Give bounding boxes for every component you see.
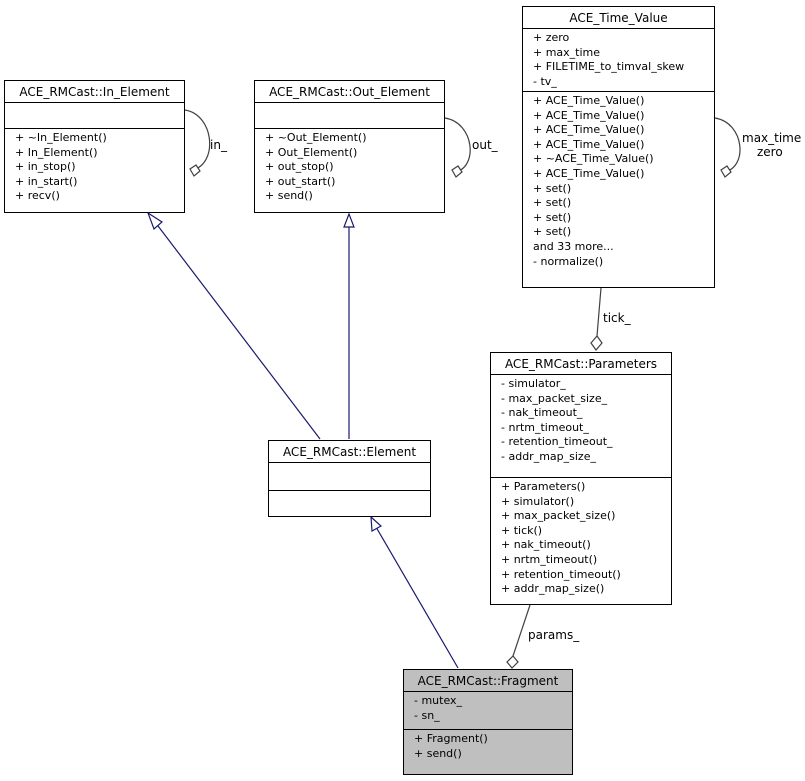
method-item: + retention_timeout() — [501, 567, 621, 581]
method-item: + out_start() — [265, 174, 336, 188]
methods-section: + Parameters() + simulator() + max_packe… — [491, 477, 671, 599]
method-item: + ~Out_Element() — [265, 131, 367, 144]
method-item: + addr_map_size() — [501, 582, 605, 596]
attribute-item: - nrtm_timeout_ — [501, 420, 589, 434]
class-title: ACE_RMCast::Element — [269, 441, 430, 463]
association-edge-tick — [596, 287, 602, 337]
method-item: + Out_Element() — [265, 145, 358, 159]
method-item: + out_stop() — [265, 160, 334, 174]
edge-label-max-time: max_time — [742, 131, 802, 145]
attribute-item: - retention_timeout_ — [501, 435, 613, 449]
self-loop-diamond-in-element — [189, 164, 201, 177]
class-box-element[interactable]: ACE_RMCast::Element — [268, 440, 431, 517]
self-loop-diamond-out-element — [451, 165, 463, 178]
method-item: + tick() — [501, 523, 543, 537]
class-title: ACE_RMCast::Parameters — [491, 353, 671, 375]
method-item: + ACE_Time_Value() — [533, 166, 645, 180]
association-diamond-params — [506, 655, 519, 669]
methods-section — [269, 490, 430, 517]
method-item: + send() — [265, 189, 313, 203]
class-box-ace-time-value[interactable]: ACE_Time_Value + zero + max_time + FILET… — [522, 6, 715, 288]
edge-label-params: params_ — [528, 628, 580, 642]
attributes-section: - simulator_ - max_packet_size_ - nak_ti… — [491, 375, 671, 477]
inheritance-arrowhead-out-element — [343, 212, 355, 228]
attribute-item: - tv_ — [533, 74, 557, 88]
method-item: - normalize() — [533, 254, 604, 268]
inheritance-arrowhead-element — [370, 515, 383, 532]
self-loop-time-value — [714, 117, 741, 173]
method-item: + in_stop() — [15, 160, 76, 174]
method-item: + Parameters() — [501, 480, 586, 493]
attributes-section: + zero + max_time + FILETIME_to_timval_s… — [523, 29, 714, 91]
methods-section: + ACE_Time_Value() + ACE_Time_Value() + … — [523, 91, 714, 271]
method-item: + max_packet_size() — [501, 509, 616, 523]
class-title: ACE_RMCast::Out_Element — [255, 81, 444, 103]
attribute-item: + FILETIME_to_timval_skew — [533, 60, 685, 74]
method-item: + simulator() — [501, 494, 575, 508]
attribute-item: - simulator_ — [501, 377, 566, 390]
method-item: + ~In_Element() — [15, 131, 107, 144]
inheritance-edge-in-element — [154, 221, 321, 440]
method-item: + ACE_Time_Value() — [533, 108, 645, 122]
method-item: + recv() — [15, 189, 60, 203]
association-diamond-tick — [590, 335, 603, 351]
method-item: + ACE_Time_Value() — [533, 123, 645, 137]
attributes-section — [269, 463, 430, 490]
method-item: + ~ACE_Time_Value() — [533, 152, 654, 166]
edge-label-in: in_ — [210, 138, 227, 152]
methods-section: + ~In_Element() + In_Element() + in_stop… — [5, 128, 184, 206]
class-box-in-element[interactable]: ACE_RMCast::In_Element + ~In_Element() +… — [4, 80, 185, 213]
attribute-item: - addr_map_size_ — [501, 449, 596, 463]
attributes-section — [5, 103, 184, 128]
self-loop-in-element — [184, 109, 211, 171]
attribute-item: - sn_ — [414, 708, 440, 722]
class-box-fragment[interactable]: ACE_RMCast::Fragment - mutex_ - sn_ + Fr… — [403, 669, 573, 775]
method-item: + In_Element() — [15, 145, 98, 159]
method-item: + ACE_Time_Value() — [533, 94, 645, 107]
methods-section: + ~Out_Element() + Out_Element() + out_s… — [255, 128, 444, 206]
edge-label-tick: tick_ — [603, 311, 631, 325]
method-item: + set() — [533, 196, 572, 210]
method-item: + Fragment() — [414, 732, 488, 745]
method-item: + set() — [533, 225, 572, 239]
methods-section: + Fragment() + send() — [404, 729, 572, 763]
attribute-item: - max_packet_size_ — [501, 391, 608, 405]
attribute-item: - mutex_ — [414, 694, 463, 707]
class-box-out-element[interactable]: ACE_RMCast::Out_Element + ~Out_Element()… — [254, 80, 445, 213]
class-title: ACE_RMCast::In_Element — [5, 81, 184, 103]
method-item: + ACE_Time_Value() — [533, 137, 645, 151]
self-loop-diamond-time-value — [720, 165, 732, 178]
attributes-section — [255, 103, 444, 128]
method-item: + set() — [533, 210, 572, 224]
edge-label-zero: zero — [757, 145, 783, 159]
attribute-item: + zero — [533, 31, 570, 44]
method-item: and 33 more... — [533, 239, 614, 253]
inheritance-arrowhead-in-element — [146, 211, 163, 231]
method-item: + send() — [414, 746, 462, 760]
method-item: + in_start() — [15, 174, 78, 188]
attribute-item: - nak_timeout_ — [501, 406, 583, 420]
attributes-section: - mutex_ - sn_ — [404, 692, 572, 729]
inheritance-edge-element — [375, 526, 459, 669]
class-title: ACE_Time_Value — [523, 7, 714, 29]
attribute-item: + max_time — [533, 45, 601, 59]
method-item: + nrtm_timeout() — [501, 552, 598, 566]
class-box-parameters[interactable]: ACE_RMCast::Parameters - simulator_ - ma… — [490, 352, 672, 605]
method-item: + nak_timeout() — [501, 538, 591, 552]
method-item: + set() — [533, 181, 572, 195]
edge-label-out: out_ — [472, 138, 498, 152]
self-loop-out-element — [444, 117, 471, 173]
class-title: ACE_RMCast::Fragment — [404, 670, 572, 692]
association-edge-params — [512, 604, 531, 657]
